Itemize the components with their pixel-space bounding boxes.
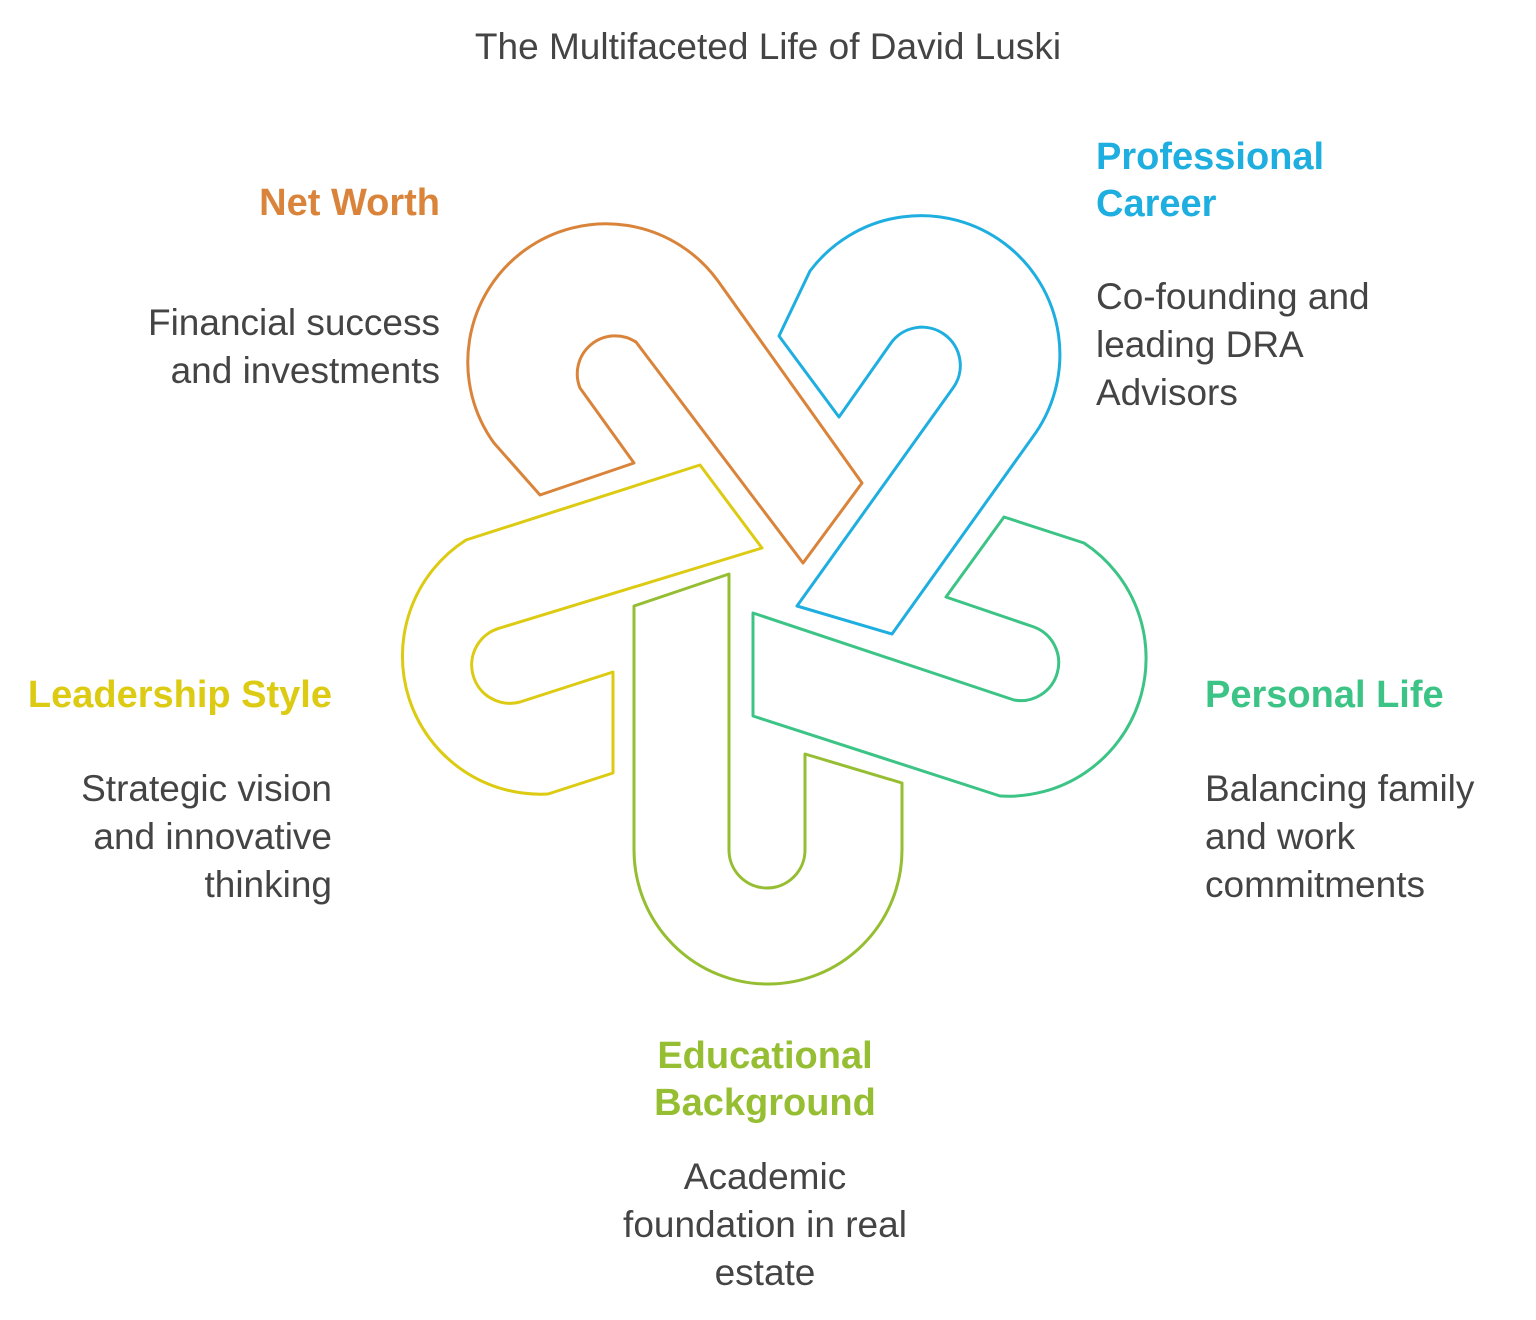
- educational-background-heading: Educational Background: [654, 1035, 876, 1124]
- leadership-style-description: Strategic vision and innovative thinking: [81, 768, 332, 905]
- leadership-style-block: Leadership Style Strategic vision and in…: [10, 672, 332, 909]
- professional-career-loop: [777, 214, 1062, 636]
- personal-life-description: Balancing family and work commitments: [1205, 768, 1475, 905]
- personal-life-block: Personal Life Balancing family and work …: [1205, 672, 1525, 909]
- professional-career-block: Professional Career Co-founding and lead…: [1096, 134, 1516, 417]
- net-worth-block: Net Worth Financial success and investme…: [40, 180, 440, 395]
- leadership-style-loop: [401, 463, 764, 796]
- educational-background-description: Academic foundation in real estate: [623, 1156, 907, 1293]
- educational-background-block: Educational Background Academic foundati…: [530, 1033, 1000, 1297]
- net-worth-heading: Net Worth: [259, 182, 440, 224]
- professional-career-heading: Professional Career: [1096, 136, 1325, 225]
- educational-background-loop: [632, 572, 904, 986]
- personal-life-heading: Personal Life: [1205, 674, 1444, 716]
- net-worth-description: Financial success and investments: [147, 302, 440, 391]
- diagram-title: The Multifaceted Life of David Luski: [474, 26, 1062, 67]
- leadership-style-heading: Leadership Style: [27, 674, 332, 716]
- professional-career-description: Co-founding and leading DRA Advisors: [1096, 276, 1370, 413]
- personal-life-loop: [751, 515, 1148, 798]
- net-worth-loop: [466, 222, 864, 565]
